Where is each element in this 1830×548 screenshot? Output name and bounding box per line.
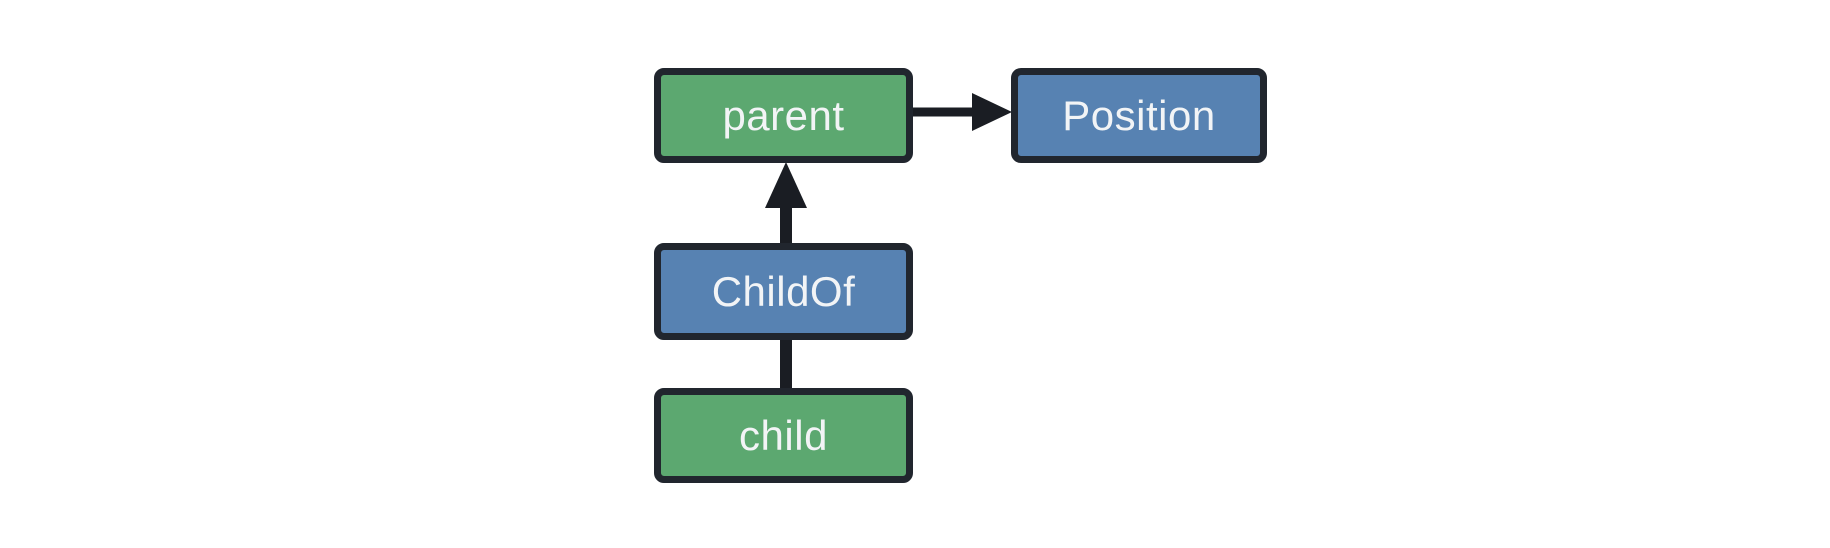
arrow-childof-to-parent (765, 162, 807, 246)
node-child: child (654, 388, 913, 483)
node-childof-label: ChildOf (711, 267, 856, 315)
node-child-label: child (739, 411, 828, 459)
node-parent: parent (654, 68, 913, 163)
node-childof: ChildOf (654, 243, 913, 340)
node-parent-label: parent (722, 91, 845, 139)
node-position-label: Position (1062, 91, 1216, 139)
arrow-parent-to-position (910, 93, 1012, 131)
node-position: Position (1011, 68, 1267, 163)
